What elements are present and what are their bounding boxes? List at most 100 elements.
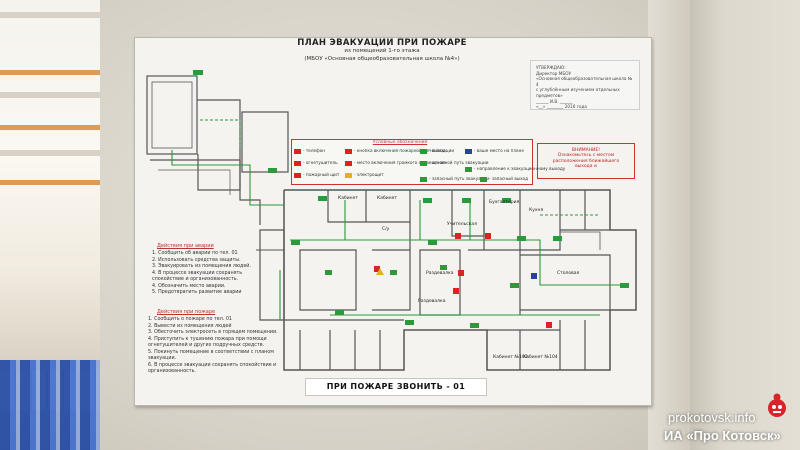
exit-sign <box>405 320 414 325</box>
ceiling-trim <box>0 180 112 185</box>
watermark-site: prokotovsk.info <box>668 410 756 425</box>
watermark-name: ИА «Про Котовск» <box>664 428 781 443</box>
room-label: Раздевалка <box>426 271 454 276</box>
legend-item: - электрощит <box>345 172 384 178</box>
legend-label: - запасный выход <box>489 176 529 181</box>
approval-line: с углублённым изучением отдельных предме… <box>536 87 620 98</box>
extinguisher-icon <box>546 322 552 328</box>
instruction-line: 2. Вывести из помещения людей <box>148 323 232 329</box>
room-label: С/у <box>382 227 390 232</box>
exit-sign <box>428 240 437 245</box>
you-are-here-icon <box>531 273 537 279</box>
legend-label: - основной путь эвакуации <box>429 160 489 165</box>
approval-line: Директор МБОУ <box>536 70 572 76</box>
legend-label: - пожарный щит <box>303 172 340 177</box>
plan-wall <box>519 190 610 251</box>
instruction-line: 5. Покинуть помещение в соответствии с п… <box>148 349 274 355</box>
plan-wall <box>150 159 261 225</box>
plan-wall <box>146 75 198 155</box>
poster-subtitle: из помещений 1-го этажа <box>344 48 420 54</box>
attention-line: расположения ближайшего <box>552 158 620 164</box>
instruction-line: 4. Обозначить место аварии. <box>152 283 226 289</box>
legend-label: - запасный путь эвакуации <box>429 176 489 181</box>
plan-wall <box>158 169 231 195</box>
exit-sign <box>510 283 519 288</box>
exit-sign <box>440 265 447 270</box>
legend-box <box>291 139 533 185</box>
instruction-line: 1. Сообщить о пожаре по тел. 01 <box>148 317 232 322</box>
exit-sign <box>325 270 332 275</box>
instruction-line: огнетушителей и других подручных средств… <box>148 343 265 348</box>
accident-heading: Действия при аварии <box>157 243 214 249</box>
fire-alarm-icon <box>458 270 464 276</box>
fire-shield-icon <box>294 172 301 178</box>
pillar-edge <box>648 0 692 450</box>
ceiling-panel <box>0 150 112 156</box>
logo-dot <box>773 393 781 401</box>
exit-sign <box>193 70 203 75</box>
attention-box: ВНИМАНИЕ! Ознакомьтесь с местом располож… <box>537 143 635 179</box>
evacuation-route <box>344 200 471 240</box>
legend-label: - огнетушитель <box>303 160 338 165</box>
exit-sign <box>390 270 397 275</box>
room-label: Бухгалтерия <box>489 200 520 205</box>
extinguisher-icon <box>294 160 301 166</box>
exit-sign <box>502 198 511 203</box>
accident-steps: 1. Сообщить об аварии по тел. 01 2. Испо… <box>152 251 312 297</box>
instruction-line: 5. Предотвратить развитие аварии <box>152 290 242 295</box>
room-label: Кабинет <box>338 196 358 201</box>
exit-sign <box>423 198 432 203</box>
speaker-icon <box>345 160 352 166</box>
legend-item: - кнопка включения пожарной сигнализации <box>345 148 454 154</box>
room-label: Столовая <box>557 271 580 276</box>
approval-line: «Основная общеобразовательная школа № 4 <box>536 76 633 87</box>
room-label: Раздевалка <box>418 299 446 304</box>
plan-wall <box>151 81 193 149</box>
legend-title: Условные обозначения <box>372 140 428 145</box>
legend-item: - телефон <box>294 148 325 154</box>
plan-wall <box>327 190 411 223</box>
instruction-line: 3. Обесточить электросеть в горящем поме… <box>148 330 278 335</box>
legend-label: - кнопка включения пожарной сигнализации <box>354 148 455 153</box>
attention-line: Ознакомьтесь с местом <box>557 153 615 159</box>
plan-wall <box>560 231 601 250</box>
legend-item: - место включения громкого оповещения <box>345 160 446 166</box>
exit-sign <box>620 283 629 288</box>
poster-school: (МБОУ «Основная общеобразовательная школ… <box>304 56 460 62</box>
legend-item: - огнетушитель <box>294 160 338 166</box>
instruction-line: эвакуации. <box>148 356 177 361</box>
exit-sign <box>553 236 562 241</box>
plan-wall <box>197 99 241 191</box>
instruction-line: 3. Эвакуировать из помещения людей. <box>152 264 251 269</box>
extinguisher-icon <box>485 233 491 239</box>
ceiling-panel <box>0 12 112 18</box>
exit-sign <box>517 236 526 241</box>
plan-wall <box>419 249 461 316</box>
legend-label: - электрощит <box>354 172 384 177</box>
attention-line: выхода и <box>575 164 597 170</box>
ceiling-trim <box>0 70 112 75</box>
legend-item: - направление к эвакуационному выходу <box>465 166 565 172</box>
location-icon <box>465 148 472 154</box>
evacuation-route <box>290 239 620 286</box>
instruction-line: 4. В процессе эвакуации сохранять <box>152 270 243 276</box>
plan-wall <box>468 249 521 315</box>
poster-title: ПЛАН ЭВАКУАЦИИ ПРИ ПОЖАРЕ <box>297 38 467 48</box>
ceiling-panel <box>0 92 112 98</box>
evacuation-route <box>171 150 284 206</box>
instruction-line: 1. Сообщить об аварии по тел. 01 <box>152 251 238 256</box>
logo-eye <box>778 405 782 409</box>
approval-line: «__» ________ 2016 года <box>536 104 587 110</box>
legend-item: - запасный путь эвакуации <box>420 176 489 182</box>
room-label: Кабинет <box>377 196 397 201</box>
right-wall <box>690 0 800 450</box>
legend-label: - ваше место на плане <box>474 148 524 153</box>
legend-label: - направление к эвакуационному выходу <box>474 166 566 171</box>
legend-label: - выход <box>429 148 446 153</box>
attention-title: ВНИМАНИЕ! <box>571 148 601 153</box>
exit-sign <box>462 198 471 203</box>
instruction-line: организованность. <box>148 369 196 374</box>
instruction-line: 2. Использовать средства защиты. <box>152 257 241 263</box>
chairs <box>0 360 112 450</box>
